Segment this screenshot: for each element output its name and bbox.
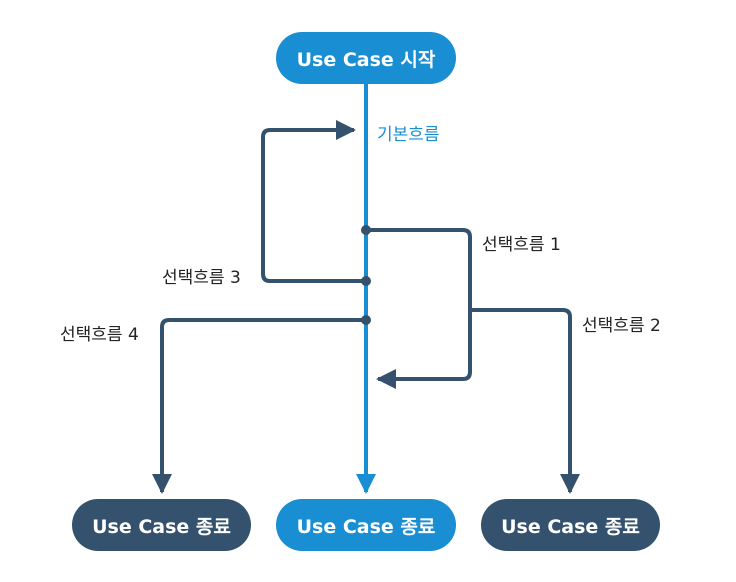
alt-flow-2-label: 선택흐름 2 — [582, 316, 661, 336]
alt-flow-3-label: 선택흐름 3 — [162, 268, 241, 288]
basic-flow-label: 기본흐름 — [377, 125, 440, 145]
end-node-center: Use Case 종료 — [276, 499, 456, 551]
alt-flow-1-label: 선택흐름 1 — [482, 235, 561, 255]
branch-dot-alt4 — [361, 315, 371, 325]
end-node-left: Use Case 종료 — [72, 499, 251, 551]
alt-flow-4-line — [152, 318, 366, 494]
branch-dot-alt1 — [361, 225, 371, 235]
alt-flow-3-line — [261, 120, 366, 283]
end-node-right: Use Case 종료 — [481, 499, 660, 551]
branch-dot-alt3 — [361, 276, 371, 286]
alt-flow-2-line — [470, 308, 580, 494]
alt-flow-1-line — [366, 228, 472, 389]
alt-flow-4-label: 선택흐름 4 — [60, 325, 139, 345]
start-node: Use Case 시작 — [276, 32, 456, 84]
